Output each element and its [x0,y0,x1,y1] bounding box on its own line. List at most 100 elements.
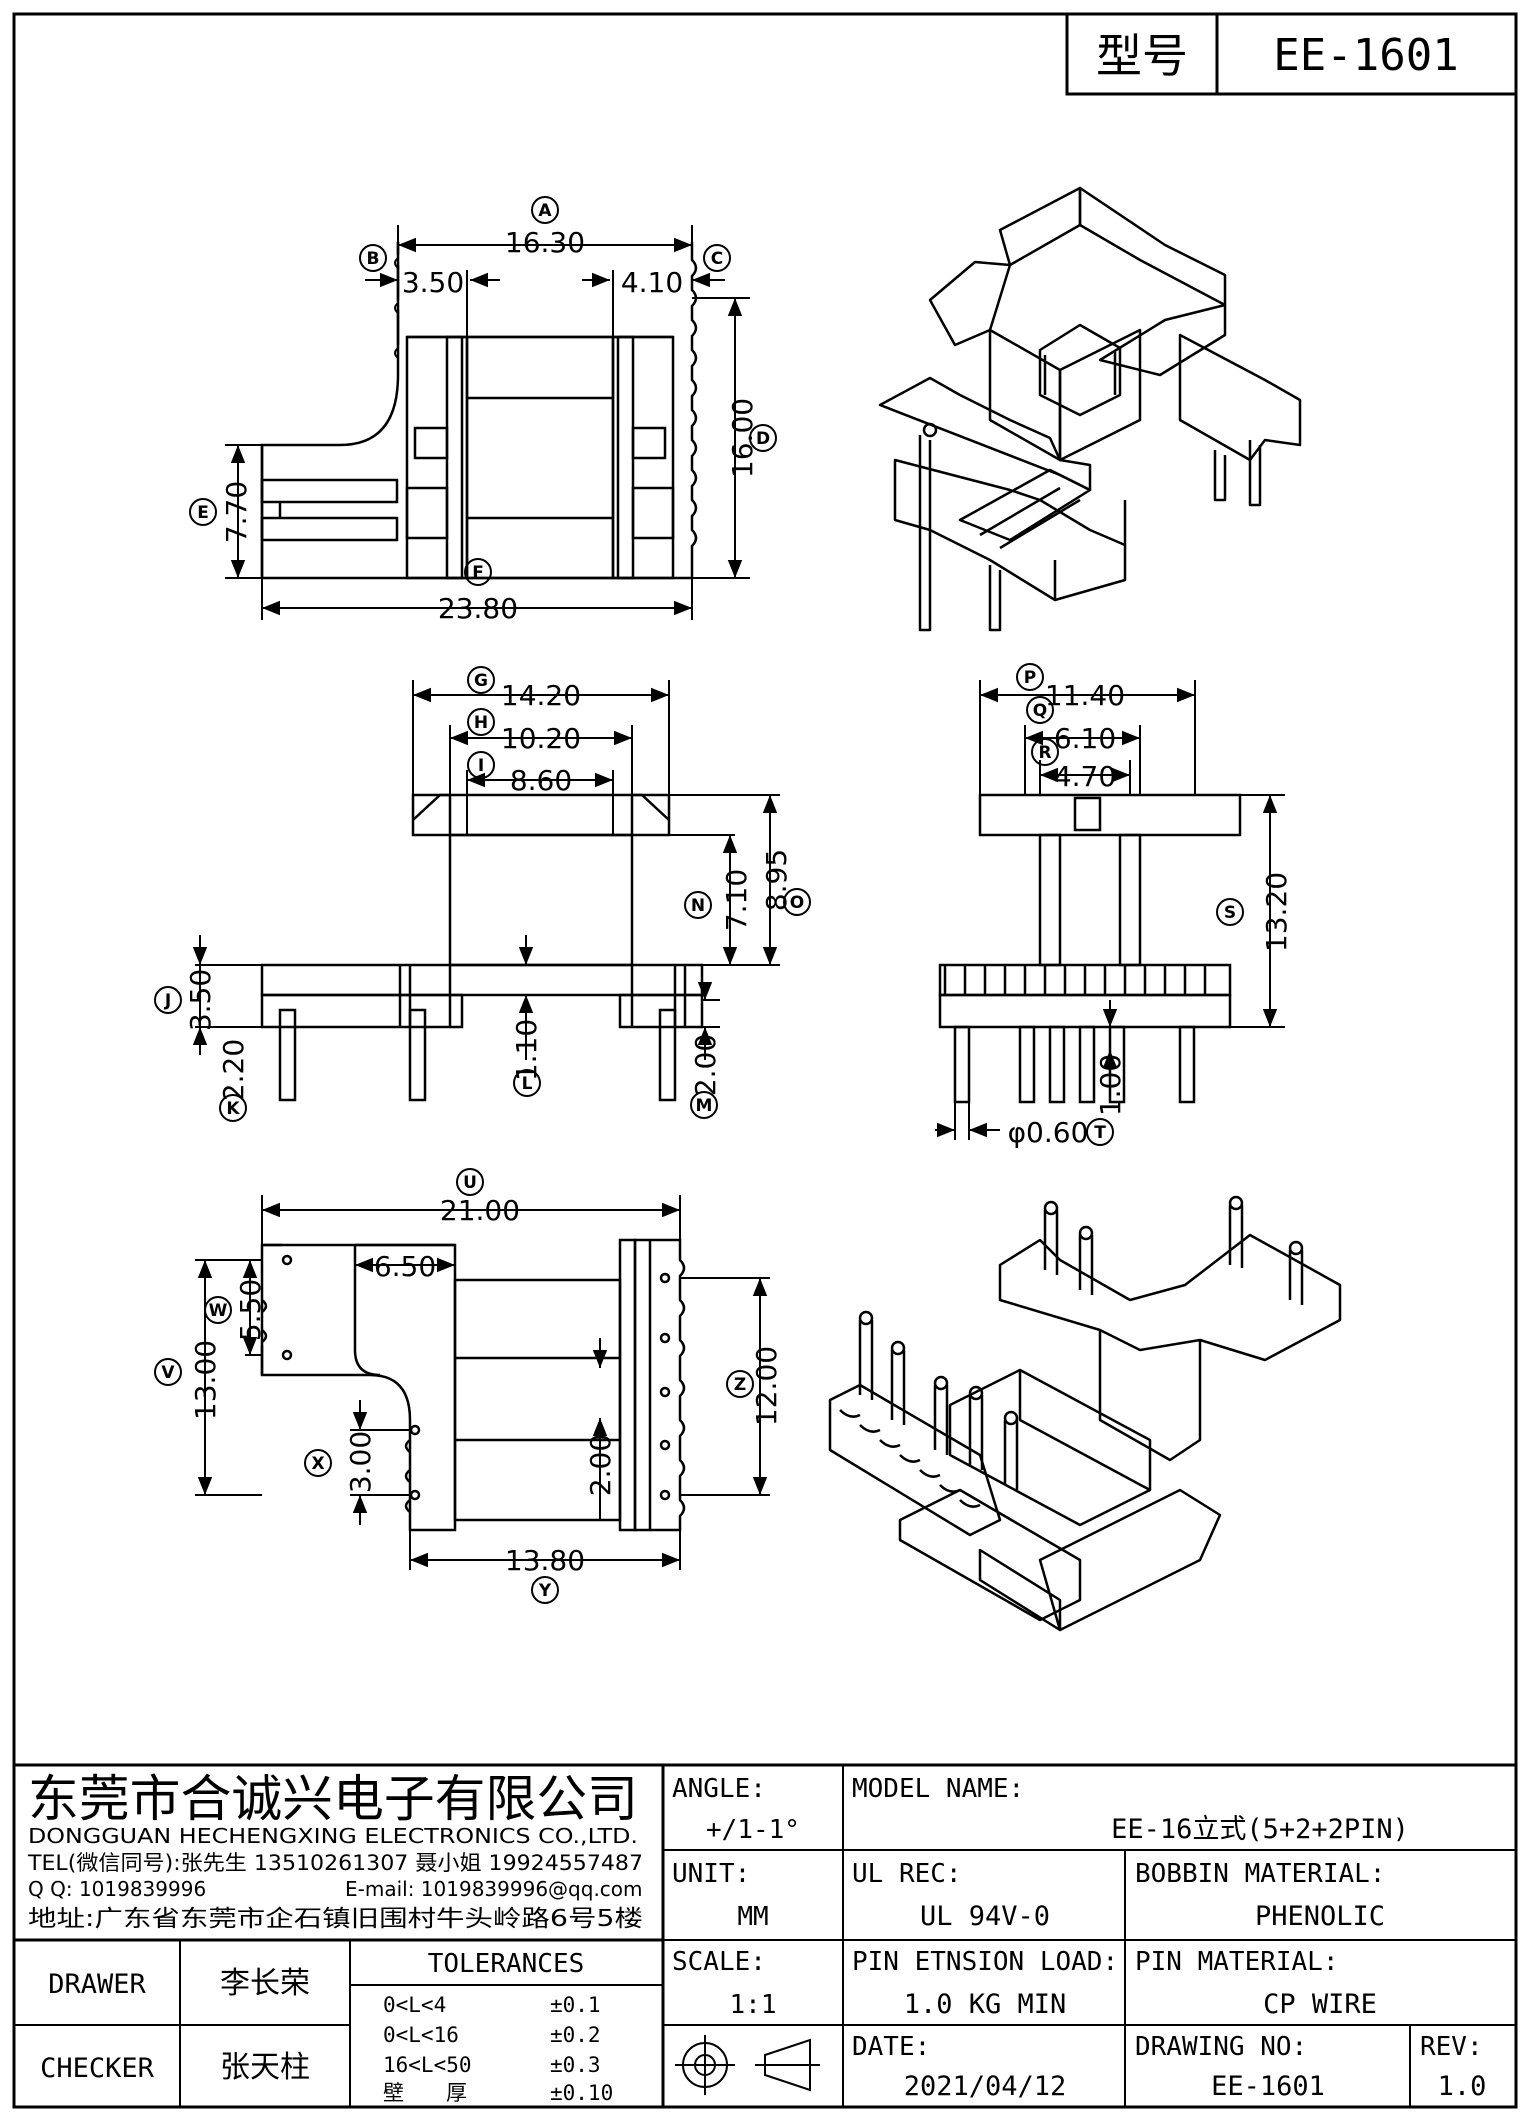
callout-z: Z [726,1370,754,1398]
pin-load-label: PIN ETNSION LOAD: [852,1947,1118,1977]
dim-x-value: 3.00 [344,1431,377,1493]
dim-g-value: 14.20 [501,679,581,712]
bottom-view [260,1238,686,1532]
callout-j: J [154,986,182,1014]
rev-value: 1.0 [1438,2071,1487,2102]
callout-m: M [690,1091,718,1119]
callout-f: F [464,558,492,586]
svg-text:T: T [1094,1123,1106,1143]
pin-material-value: CP WIRE [1263,1989,1377,2020]
front-view-dims [192,680,780,1060]
svg-text:B: B [367,249,380,269]
dim-c-value: 4.10 [621,266,683,299]
dim-z-value: 12.00 [750,1346,783,1426]
tolerances-title: TOLERANCES [428,1949,585,1979]
dim-m-value: 2.00 [689,1034,722,1096]
callout-x: X [304,1449,332,1477]
dim-b-value: 3.50 [402,266,464,299]
tol-range-0: 0<L<4 [383,1993,446,2017]
callout-r: R [1031,738,1059,766]
svg-text:K: K [226,1099,240,1119]
svg-text:W: W [209,1301,228,1321]
model-name-value: EE-16立式(5+2+2PIN) [1111,1814,1409,1845]
tol-range-2: 16<L<50 [383,2053,472,2077]
front-view [260,793,704,1102]
company-name-cn: 东莞市合诚兴电子有限公司 [28,1770,638,1828]
svg-text:Q: Q [1033,701,1047,721]
model-label: 型号 [1096,29,1188,83]
side-view-dims [935,680,1285,1140]
title-block [14,1763,1516,2107]
svg-text:E: E [197,503,209,523]
svg-text:H: H [474,713,488,733]
pin-material-label: PIN MATERIAL: [1135,1947,1339,1977]
dim-t-height-value: 1.00 [1094,1054,1127,1116]
callout-v: V [154,1358,182,1386]
company-name-en: DONGGUAN HECHENGXING ELECTRONICS CO.,LTD… [28,1824,638,1848]
tolerances-table: TOLERANCES 0<L<4 ±0.1 0<L<16 ±0.2 16<L<5… [383,1949,613,2105]
date-value: 2021/04/12 [904,2071,1067,2102]
dim-i-value: 8.60 [510,764,572,797]
svg-text:O: O [790,893,804,913]
dim-n-value: 7.10 [720,869,753,931]
ul-value: UL 94V-0 [920,1901,1050,1932]
tol-value-1: ±0.2 [550,2023,601,2047]
callout-l: L [513,1069,541,1097]
company-tel: TEL(微信同号):张先生 13510261307 聂小姐 1992455748… [27,1851,643,1875]
svg-text:J: J [164,991,171,1011]
svg-text:A: A [538,201,552,221]
side-view [938,793,1242,1104]
bobbin-value: PHENOLIC [1255,1901,1385,1932]
callout-s: S [1216,898,1244,926]
callout-a: A [531,196,559,224]
date-label: DATE: [852,2032,930,2062]
dim-d-value: 16.00 [726,398,759,478]
dim-h-value: 10.20 [501,722,581,755]
rev-label: REV: [1420,2032,1483,2062]
svg-text:N: N [691,896,705,916]
side-view-labels: 11.40 6.10 4.70 13.20 φ0.60 1.00 [1008,679,1293,1149]
callout-i: I [467,751,495,779]
model-value: EE-1601 [1273,30,1458,81]
dim-s-value: 13.20 [1260,872,1293,952]
svg-text:X: X [311,1454,324,1474]
callout-q: Q [1026,696,1054,724]
svg-text:Y: Y [538,1581,552,1601]
top-view-dims [225,225,750,620]
model-title-box: 型号 EE-1601 [1065,12,1518,96]
pin-load-value: 1.0 KG MIN [904,1989,1067,2020]
angle-value: +/1-1° [706,1815,800,1845]
callout-t: T [1086,1118,1114,1146]
dim-u-inner-value: 6.50 [374,1250,436,1283]
svg-text:V: V [161,1363,175,1383]
dim-e-value: 7.70 [220,481,253,543]
tol-value-2: ±0.3 [550,2053,601,2077]
svg-text:P: P [1024,668,1036,688]
svg-text:G: G [474,671,488,691]
dim-j-value: 3.50 [184,969,217,1031]
angle-label: ANGLE: [672,1774,766,1804]
drawer-label: DRAWER [48,1969,146,2000]
dim-r-value: 4.70 [1054,760,1116,793]
svg-text:I: I [478,756,484,776]
drawer-value: 李长荣 [220,1966,310,2001]
svg-text:U: U [463,1173,477,1193]
callout-u: U [456,1168,484,1196]
top-view-labels: 16.30 3.50 4.10 16.00 7.70 23.80 [220,226,759,625]
tol-range-1: 0<L<16 [383,2023,459,2047]
svg-text:L: L [522,1074,533,1094]
dim-f-value: 23.80 [438,592,518,625]
scale-label: SCALE: [672,1947,766,1977]
dim-v-value: 13.00 [189,1340,222,1420]
top-view [260,242,698,580]
dim-p-value: 11.40 [1045,679,1125,712]
svg-text:F: F [472,563,484,583]
isometric-view-top [878,186,1302,632]
unit-value: MM [737,1902,768,1932]
dim-t-value: φ0.60 [1008,1116,1089,1149]
svg-text:C: C [711,249,723,269]
company-email: E-mail: 1019839996@qq.com [345,1877,643,1901]
tol-value-3: ±0.10 [550,2081,613,2105]
